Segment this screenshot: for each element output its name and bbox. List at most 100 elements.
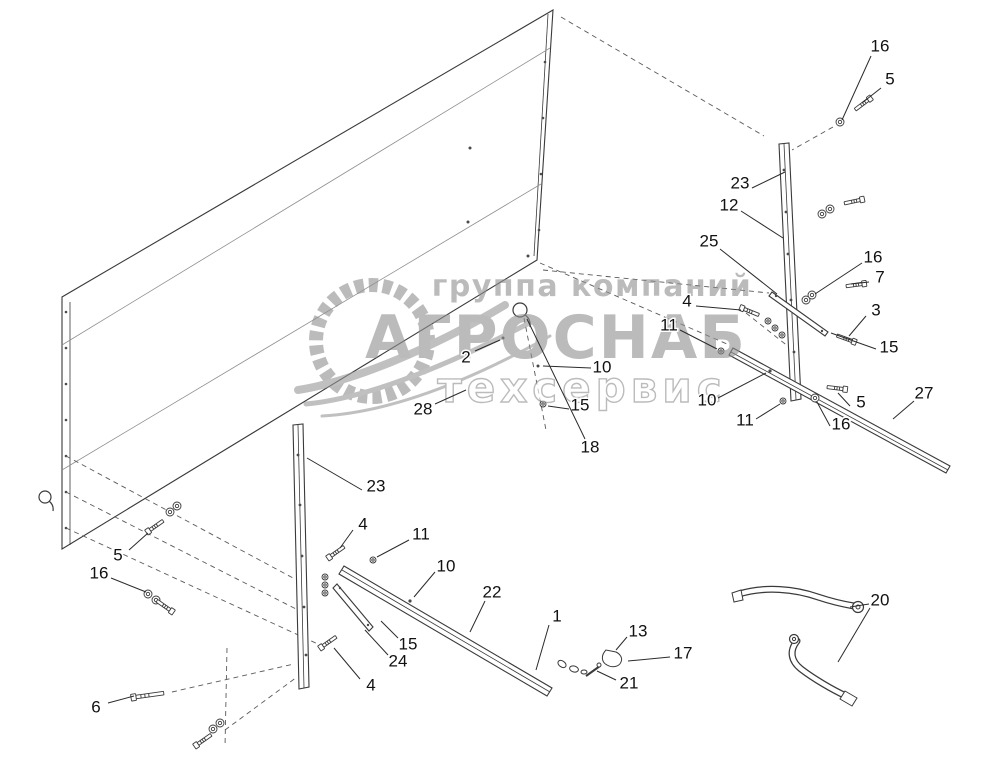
callout-label-20: 20 [871,590,890,609]
callout-label-12: 12 [720,195,739,214]
watermark-wreath-logo [294,278,552,418]
bolt [826,383,849,393]
bolt [843,195,866,207]
callout-leader-4 [339,529,354,549]
clevis [601,649,623,668]
washer [369,556,377,564]
callout-label-28: 28 [414,399,433,418]
washer [801,295,811,305]
callout-label-22: 22 [483,582,502,601]
washer [764,317,772,325]
callout-leader-23 [306,457,363,491]
cross-rail-front [338,565,553,697]
washer [208,724,218,734]
callout-label-1: 1 [552,606,561,625]
washer [825,204,835,214]
projection-lines [65,16,834,748]
grommet-left [38,490,54,512]
pin [585,665,601,677]
callout-leader-24 [364,629,389,656]
callout-leader-11 [376,539,410,558]
callout-label-16: 16 [864,247,883,266]
callout-leader-28 [434,389,467,405]
callout-label-24: 24 [389,651,408,670]
bolt [845,279,868,290]
callout-leader-11 [755,403,781,420]
callout-label-15: 15 [880,337,899,356]
washer [215,718,225,728]
washer [321,573,329,581]
callout-leader-11 [679,329,718,350]
washer [321,581,329,589]
panel-right-flange [533,13,549,257]
callout-leader-15 [830,332,877,350]
callout-label-4: 4 [682,291,691,310]
callout-label-18: 18 [581,437,600,456]
callout-leader-23 [751,171,786,189]
callout-leader-10 [542,365,592,369]
washer [165,507,175,517]
callout-label-4: 4 [366,675,375,694]
callout-leader-21 [596,670,617,681]
callout-label-2: 2 [461,347,470,366]
callout-leader-15 [547,405,570,410]
callout-leader-16 [110,577,147,593]
callout-leader-7 [850,281,870,285]
callout-leader-5 [837,392,851,407]
callout-label-16: 16 [871,36,890,55]
callout-leader-20 [837,607,871,663]
callout-label-10: 10 [698,390,717,409]
callout-leader-16 [814,262,863,295]
callout-label-10: 10 [437,556,456,575]
callout-leader-2 [474,339,501,352]
callout-leader-6 [107,695,135,704]
callout-leader-18 [526,318,586,440]
cross-rail-right [728,347,951,474]
washer [779,397,787,405]
callout-label-11: 11 [660,315,678,334]
side-panel [61,9,554,550]
callout-label-5: 5 [856,392,865,411]
washer [771,324,779,332]
callout-label-5: 5 [885,69,894,88]
callout-leader-1 [535,624,550,671]
callout-leader-4 [333,647,361,680]
washer [810,393,820,403]
callout-leader-25 [719,248,778,295]
strap-parts [731,585,865,707]
callout-leader-5 [128,532,149,551]
callout-label-3: 3 [871,300,880,319]
callout-leader-16 [816,401,831,427]
chain-parts [557,649,623,677]
watermark: группа компаний АГРОСНАБ техсервис [294,269,751,418]
washer [321,589,329,597]
callout-label-16: 16 [90,563,109,582]
callout-label-15: 15 [399,634,418,653]
callout-label-4: 4 [358,514,367,533]
watermark-line3: техсервис [437,363,726,412]
callout-label-11: 11 [736,410,754,429]
bolt [154,597,176,616]
callout-leader-13 [615,636,628,651]
callout-leader-17 [627,656,671,662]
callout-leader-10 [413,571,436,598]
washer [172,501,182,511]
callout-leader-5 [861,87,882,104]
callout-label-23: 23 [731,173,750,192]
brace-right [768,291,829,337]
callout-label-13: 13 [629,621,648,640]
callout-leader-22 [469,600,486,633]
callout-leader-27 [892,400,915,420]
washer [817,209,827,219]
watermark-line2: АГРОСНАБ [365,303,747,373]
callout-leader-16 [841,55,872,121]
callout-leader-10 [717,372,767,399]
callout-label-5: 5 [113,545,122,564]
panel-seam-lower [61,183,542,471]
bolt [852,94,874,113]
callout-label-6: 6 [91,697,100,716]
callout-leader-15 [380,620,399,639]
callout-label-27: 27 [915,383,934,402]
